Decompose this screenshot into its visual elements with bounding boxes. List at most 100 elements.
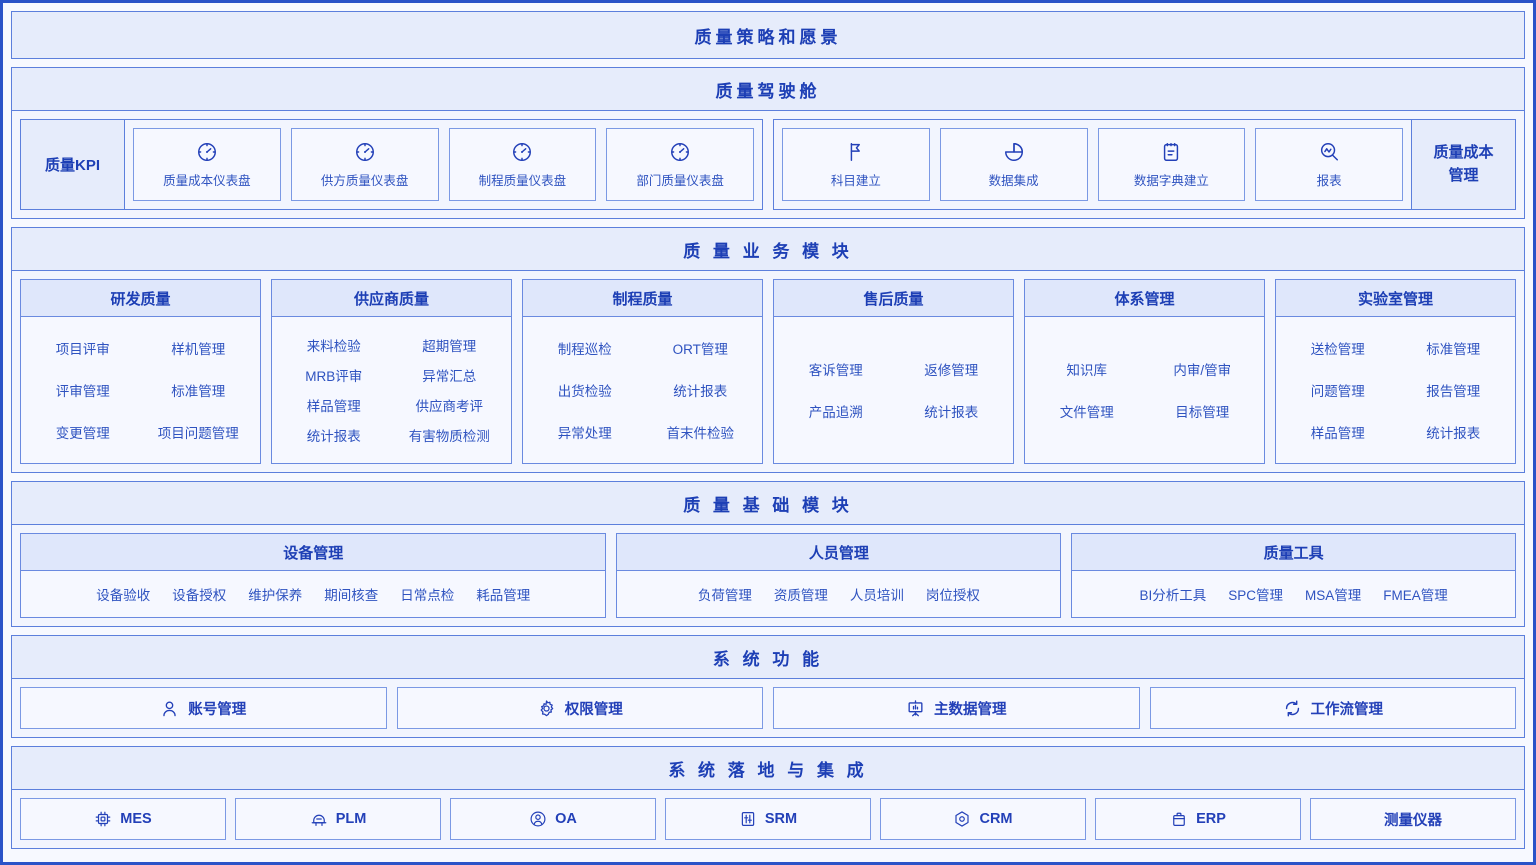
foundation-module-item[interactable]: 资质管理: [773, 588, 828, 603]
integration-card-erp[interactable]: ERP: [1095, 798, 1301, 840]
foundation-module-item[interactable]: SPC管理: [1228, 588, 1283, 603]
foundation-module-item[interactable]: 耗品管理: [476, 588, 531, 603]
business-module-item[interactable]: 问题管理: [1310, 384, 1365, 399]
business-module-item[interactable]: 内审/管审: [1173, 363, 1232, 378]
business-module-item[interactable]: 项目问题管理: [157, 426, 239, 441]
user-icon: [160, 699, 179, 718]
sysfunc-card-permission-management[interactable]: 权限管理: [396, 687, 763, 729]
kpi-card-supplier-quality-dashboard[interactable]: 供方质量仪表盘: [290, 128, 439, 201]
cockpit-section: 质量驾驶舱 质量KPI 质量成本仪表盘: [11, 67, 1525, 219]
box-icon: [1170, 810, 1188, 828]
kpi-card-quality-cost-dashboard[interactable]: 质量成本仪表盘: [133, 128, 281, 201]
kpi-card-process-quality-dashboard[interactable]: 制程质量仪表盘: [448, 128, 597, 201]
foundation-modules-body: 设备管理设备验收设备授权维护保养期间核查日常点检耗品管理人员管理负荷管理资质管理…: [12, 525, 1524, 626]
business-module-item[interactable]: 报告管理: [1426, 384, 1481, 399]
foundation-module-card[interactable]: 设备管理设备验收设备授权维护保养期间核查日常点检耗品管理: [20, 533, 607, 618]
business-module-item[interactable]: 送检管理: [1310, 342, 1365, 357]
business-module-item[interactable]: 有害物质检测: [408, 429, 490, 444]
foundation-module-item[interactable]: 负荷管理: [697, 588, 752, 603]
sysfunc-card-account-management[interactable]: 账号管理: [20, 687, 387, 729]
refresh-icon: [1283, 699, 1302, 718]
business-module-item[interactable]: 制程巡检: [557, 342, 612, 357]
business-module-item[interactable]: 统计报表: [924, 405, 979, 420]
foundation-module-item[interactable]: 期间核查: [324, 588, 379, 603]
kpi-setup-group: 科目建立 数据集成: [773, 119, 1412, 210]
sysfunc-card-workflow-management[interactable]: 工作流管理: [1149, 687, 1516, 729]
foundation-module-item[interactable]: 日常点检: [400, 588, 455, 603]
integration-card-measuring-instruments[interactable]: 测量仪器: [1310, 798, 1516, 840]
foundation-module-title: 人员管理: [617, 534, 1061, 571]
business-module-item[interactable]: 标准管理: [1426, 342, 1481, 357]
business-module-card[interactable]: 售后质量客诉管理返修管理产品追溯统计报表: [773, 279, 1014, 464]
foundation-module-items: 设备验收 设备授权 维护保养 期间核查 日常点检 耗品管理: [21, 571, 605, 617]
business-module-item[interactable]: 样机管理: [171, 342, 226, 357]
kpi-card-data-integration[interactable]: 数据集成: [939, 128, 1088, 201]
integration-card-label: ERP: [1196, 811, 1226, 827]
foundation-module-item[interactable]: 设备验收: [96, 588, 151, 603]
business-module-item[interactable]: 首末件检验: [666, 426, 735, 441]
gauge-icon: [669, 141, 691, 163]
business-module-title: 研发质量: [21, 280, 260, 317]
kpi-card-account-setup[interactable]: 科目建立: [782, 128, 930, 201]
business-module-item[interactable]: 标准管理: [171, 384, 226, 399]
kpi-card-department-quality-dashboard[interactable]: 部门质量仪表盘: [606, 128, 754, 201]
foundation-module-item[interactable]: FMEA管理: [1383, 588, 1448, 603]
business-module-item[interactable]: 异常处理: [557, 426, 612, 441]
foundation-module-item[interactable]: BI分析工具: [1139, 588, 1207, 603]
sysfunc-card-master-data-management[interactable]: 主数据管理: [773, 687, 1140, 729]
business-module-card[interactable]: 实验室管理送检管理标准管理问题管理报告管理样品管理统计报表: [1275, 279, 1516, 464]
foundation-module-item[interactable]: 人员培训: [849, 588, 904, 603]
business-module-item[interactable]: 统计报表: [1426, 426, 1481, 441]
business-module-item[interactable]: 变更管理: [55, 426, 110, 441]
business-module-item[interactable]: 出货检验: [557, 384, 612, 399]
business-module-item[interactable]: MRB评审: [305, 369, 363, 384]
business-modules-body: 研发质量项目评审样机管理评审管理标准管理变更管理项目问题管理供应商质量来料检验超…: [12, 271, 1524, 472]
business-module-items: 知识库 内审/管审文件管理 目标管理: [1025, 317, 1264, 463]
integration-card-oa[interactable]: OA: [450, 798, 656, 840]
business-module-item[interactable]: 产品追溯: [808, 405, 863, 420]
sysfunc-card-label: 主数据管理: [934, 701, 1007, 718]
business-module-item[interactable]: 来料检验: [306, 339, 361, 354]
business-module-item[interactable]: 超期管理: [422, 339, 477, 354]
foundation-module-item[interactable]: 设备授权: [172, 588, 227, 603]
foundation-modules-header: 质 量 基 础 模 块: [12, 482, 1524, 525]
gauge-icon: [196, 141, 218, 163]
business-module-item[interactable]: 目标管理: [1175, 405, 1230, 420]
foundation-module-card[interactable]: 人员管理负荷管理 资质管理 人员培训 岗位授权: [616, 533, 1062, 618]
kpi-card-label: 数据集成: [988, 173, 1039, 188]
business-module-item[interactable]: 统计报表: [306, 429, 361, 444]
business-module-item[interactable]: 样品管理: [1310, 426, 1365, 441]
business-module-item[interactable]: 知识库: [1066, 363, 1108, 378]
system-functions-title: 系 统 功 能: [712, 649, 824, 669]
business-module-item[interactable]: 客诉管理: [808, 363, 863, 378]
integration-card-srm[interactable]: SRM: [665, 798, 871, 840]
foundation-module-item[interactable]: 岗位授权: [925, 588, 980, 603]
integration-card-crm[interactable]: CRM: [880, 798, 1086, 840]
foundation-module-item[interactable]: 维护保养: [248, 588, 303, 603]
business-module-card[interactable]: 体系管理知识库内审/管审文件管理目标管理: [1024, 279, 1265, 464]
kpi-card-reports[interactable]: 报表: [1255, 128, 1403, 201]
integration-section: 系 统 落 地 与 集 成 MES PLM: [11, 746, 1525, 849]
business-module-item[interactable]: 供应商考评: [415, 399, 484, 414]
integration-card-label: MES: [120, 811, 152, 827]
business-module-item[interactable]: 异常汇总: [422, 369, 477, 384]
business-module-item[interactable]: 项目评审: [55, 342, 110, 357]
business-module-item[interactable]: ORT管理: [672, 342, 728, 357]
business-module-card[interactable]: 研发质量项目评审 样机管理评审管理 标准管理变更管理 项目问题管理: [20, 279, 261, 464]
business-module-item-row: 送检管理 标准管理: [1280, 338, 1511, 358]
foundation-module-item[interactable]: MSA管理: [1304, 588, 1362, 603]
business-module-item-row: 问题管理 报告管理: [1280, 380, 1511, 400]
business-module-item[interactable]: 返修管理: [924, 363, 979, 378]
business-module-item[interactable]: 评审管理: [55, 384, 110, 399]
business-module-item-row: 样品管理 供应商考评: [276, 395, 507, 415]
business-module-item[interactable]: 统计报表: [673, 384, 728, 399]
business-module-item[interactable]: 文件管理: [1059, 405, 1114, 420]
kpi-card-data-dictionary-setup[interactable]: 数据字典建立: [1097, 128, 1246, 201]
integration-card-plm[interactable]: PLM: [235, 798, 441, 840]
business-module-item[interactable]: 样品管理: [306, 399, 361, 414]
integration-card-mes[interactable]: MES: [20, 798, 226, 840]
cockpit-title: 质量驾驶舱: [715, 81, 821, 101]
